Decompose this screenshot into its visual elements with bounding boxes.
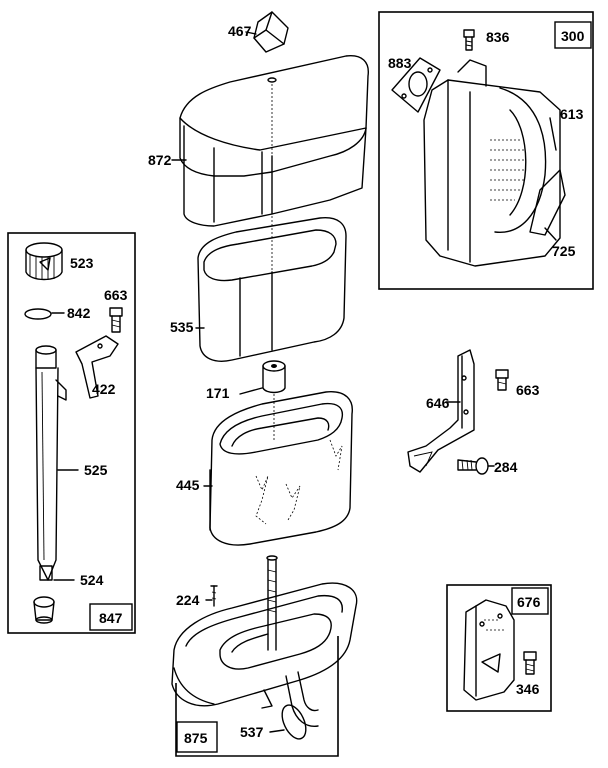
bracket-646-group: 646 663 284 xyxy=(407,349,540,475)
label-883: 883 xyxy=(388,55,412,71)
screw-663b-drawing xyxy=(495,369,509,391)
shield-676-drawing xyxy=(463,599,515,701)
label-842: 842 xyxy=(67,305,91,321)
bracket-646-drawing xyxy=(407,349,475,473)
air-cleaner-group xyxy=(171,11,369,607)
bracket-422-drawing xyxy=(75,335,119,399)
label-872: 872 xyxy=(148,152,172,168)
kit-676-tag xyxy=(511,587,549,615)
label-725: 725 xyxy=(552,243,576,259)
kit-676-label: 676 xyxy=(517,594,541,610)
kit-300-tag xyxy=(554,21,592,49)
screw-663a-drawing xyxy=(109,307,123,333)
leader-725 xyxy=(544,227,557,241)
label-646: 646 xyxy=(426,395,450,411)
label-422: 422 xyxy=(92,381,116,397)
precleaner-535-drawing xyxy=(197,217,347,362)
cover-872-drawing xyxy=(179,55,369,227)
kit-300-box xyxy=(378,11,594,290)
oring-842-drawing xyxy=(24,308,52,320)
leader-537 xyxy=(269,729,285,733)
gasket-883-drawing xyxy=(391,57,441,113)
label-663b: 663 xyxy=(516,382,540,398)
label-836: 836 xyxy=(486,29,510,45)
kit-875-label: 875 xyxy=(184,730,208,746)
kit-875-box xyxy=(175,636,339,757)
label-663a: 663 xyxy=(104,287,128,303)
kit-847-box xyxy=(7,232,136,634)
dipstick-tube-drawing xyxy=(35,345,67,581)
filter-445-drawing xyxy=(209,391,353,546)
nut-171-drawing xyxy=(262,360,286,440)
kit-875-group: 875 537 xyxy=(171,555,358,757)
label-224: 224 xyxy=(176,592,200,608)
label-525: 525 xyxy=(84,462,108,478)
label-613: 613 xyxy=(560,106,584,122)
kit-875-tag xyxy=(176,721,218,753)
label-535: 535 xyxy=(170,319,194,335)
kit-676-box xyxy=(446,584,552,712)
kit-847-tag xyxy=(89,603,133,631)
kit-300-group: 300 836 883 613 725 xyxy=(378,11,594,290)
label-524: 524 xyxy=(80,572,104,588)
leader-171 xyxy=(239,387,263,395)
screw-836-drawing xyxy=(463,29,475,51)
screw-284-drawing xyxy=(457,457,489,475)
kit-847-group: 847 xyxy=(7,232,136,634)
kit-676-group: 676 346 xyxy=(446,584,552,712)
base-875-drawing xyxy=(171,555,358,740)
label-346: 346 xyxy=(516,681,540,697)
dipstick-cap-drawing xyxy=(25,242,63,281)
label-284: 284 xyxy=(494,459,518,475)
muffler-drawing xyxy=(423,59,566,267)
leader-467 xyxy=(245,31,257,35)
kit-300-label: 300 xyxy=(561,28,585,44)
knob-467-drawing xyxy=(253,11,289,53)
label-537: 537 xyxy=(240,724,264,740)
label-445: 445 xyxy=(176,477,200,493)
label-523: 523 xyxy=(70,255,94,271)
label-171: 171 xyxy=(206,385,230,401)
screw-346-drawing xyxy=(523,651,537,675)
grommet-524-drawing xyxy=(33,596,55,624)
label-467: 467 xyxy=(228,23,252,39)
screw-224-drawing xyxy=(210,585,218,607)
kit-847-label: 847 xyxy=(99,610,123,626)
leader-613 xyxy=(549,117,557,151)
